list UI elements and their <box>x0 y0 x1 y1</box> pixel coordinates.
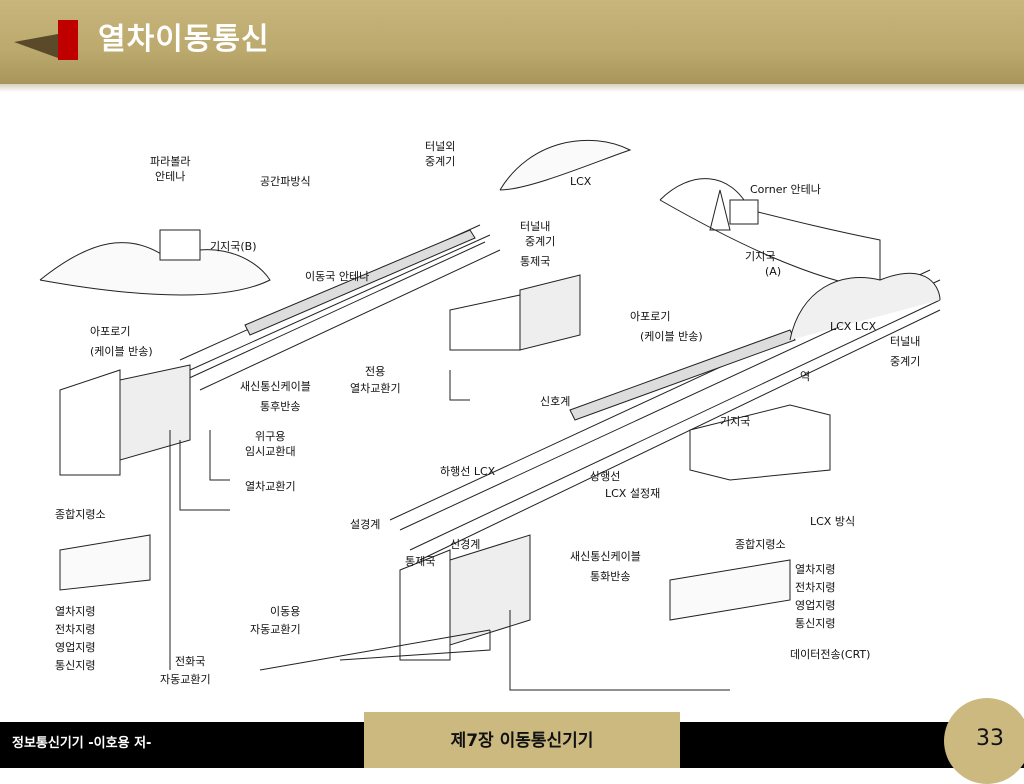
label-control-top: 통제국 <box>520 255 550 268</box>
label-left-list-2: 전차지령 <box>55 623 95 636</box>
label-down-lcx: 하행선 LCX <box>440 464 496 478</box>
header-shadow <box>0 84 1024 92</box>
label-up-lcx: 상행선 <box>590 470 620 483</box>
label-tunnel-relay-top-2: 중계기 <box>425 155 455 168</box>
label-right-list-2: 전차지령 <box>795 581 835 594</box>
label-phone-exchange-2: 자동교환기 <box>160 673 211 686</box>
label-left-list-4: 통신지령 <box>55 659 95 672</box>
label-space-wave: 공간파방식 <box>260 175 311 188</box>
label-exchange: 전용 <box>365 365 385 378</box>
label-base-b: 기지국(B) <box>210 240 257 253</box>
label-repeater-right-2: (케이블 반송) <box>640 330 703 343</box>
label-new-cable-bottom-2: 통화반송 <box>590 570 630 583</box>
label-up-lcx-2: LCX 설정재 <box>605 487 660 500</box>
train-communication-diagram: 파라볼라 안테나 공간파방식 기지국(B) 이동국 안테나 터널외 중계기 LC… <box>39 139 941 691</box>
label-tunnel-relay-right: 터널내 <box>890 335 920 348</box>
label-tunnel-relay-top: 터널외 <box>425 140 455 153</box>
page-number: 33 <box>976 726 1004 751</box>
label-relay-exchange: 위구용 <box>255 430 285 443</box>
label-repeater-left: 아포로기 <box>90 325 130 338</box>
label-tunnel-relay-mid: 터널내 <box>520 220 550 233</box>
label-parabola: 파라볼라 <box>150 155 190 168</box>
label-lcx-right: LCX LCX <box>830 320 877 333</box>
header-bar <box>0 0 1024 84</box>
label-corner-antenna: Corner 안테나 <box>750 183 821 196</box>
label-new-cable-left-2: 통후반송 <box>260 400 300 413</box>
label-right-list-4: 통신지령 <box>795 617 835 630</box>
footer-author: 정보통신기기 -이호용 저- <box>12 736 152 751</box>
title-mark-icon <box>14 20 78 60</box>
label-left-list-1: 열차지령 <box>55 605 95 618</box>
chapter-title: 제7장 이동통신기기 <box>450 731 594 751</box>
label-right-list-1: 열차지령 <box>795 563 835 576</box>
page-title: 열차이동통신 <box>98 22 270 57</box>
label-signal: 신호계 <box>540 395 570 408</box>
label-new-cable-left: 새신통신케이블 <box>240 380 311 393</box>
label-station: 역 <box>800 370 810 383</box>
label-center-control: 신경계 <box>450 538 480 551</box>
label-base-a: 기지국 <box>745 250 775 263</box>
label-data-transfer: 데이터전송(CRT) <box>790 648 870 661</box>
label-left-list-3: 영업지령 <box>55 641 95 654</box>
label-lcx-top: LCX <box>570 175 592 188</box>
label-tunnel-relay-right-2: 중계기 <box>890 355 920 368</box>
label-control-bottom: 통제국 <box>405 555 435 568</box>
label-auto-exchange: 이동용 <box>270 605 300 618</box>
label-mobile-antenna: 이동국 안테나 <box>305 270 369 283</box>
label-train-exchange: 열차교환기 <box>245 480 296 493</box>
label-total-command: 종합지령소 <box>735 538 786 551</box>
label-relay-exchange-2: 임시교환대 <box>245 445 296 458</box>
label-phone-exchange: 전화국 <box>175 655 205 668</box>
label-new-cable-bottom: 새신통신케이블 <box>570 550 641 563</box>
label-lcx-method: LCX 방식 <box>810 515 855 528</box>
label-boundary: 설경계 <box>350 518 380 531</box>
chapter-box <box>364 712 680 768</box>
label-central-control: 종합지령소 <box>55 508 106 521</box>
label-auto-exchange-2: 자동교환기 <box>250 623 301 636</box>
label-parabola-2: 안테나 <box>155 170 185 183</box>
label-right-list-3: 영업지령 <box>795 599 835 612</box>
label-exchange-2: 열차교환기 <box>350 382 401 395</box>
label-repeater-left-2: (케이블 반송) <box>90 345 153 358</box>
label-tunnel-relay-mid-2: 중계기 <box>525 235 555 248</box>
label-base-a-2: (A) <box>765 265 781 278</box>
label-repeater-right: 아포로기 <box>630 310 670 323</box>
label-base-right: 기지국 <box>720 415 750 428</box>
